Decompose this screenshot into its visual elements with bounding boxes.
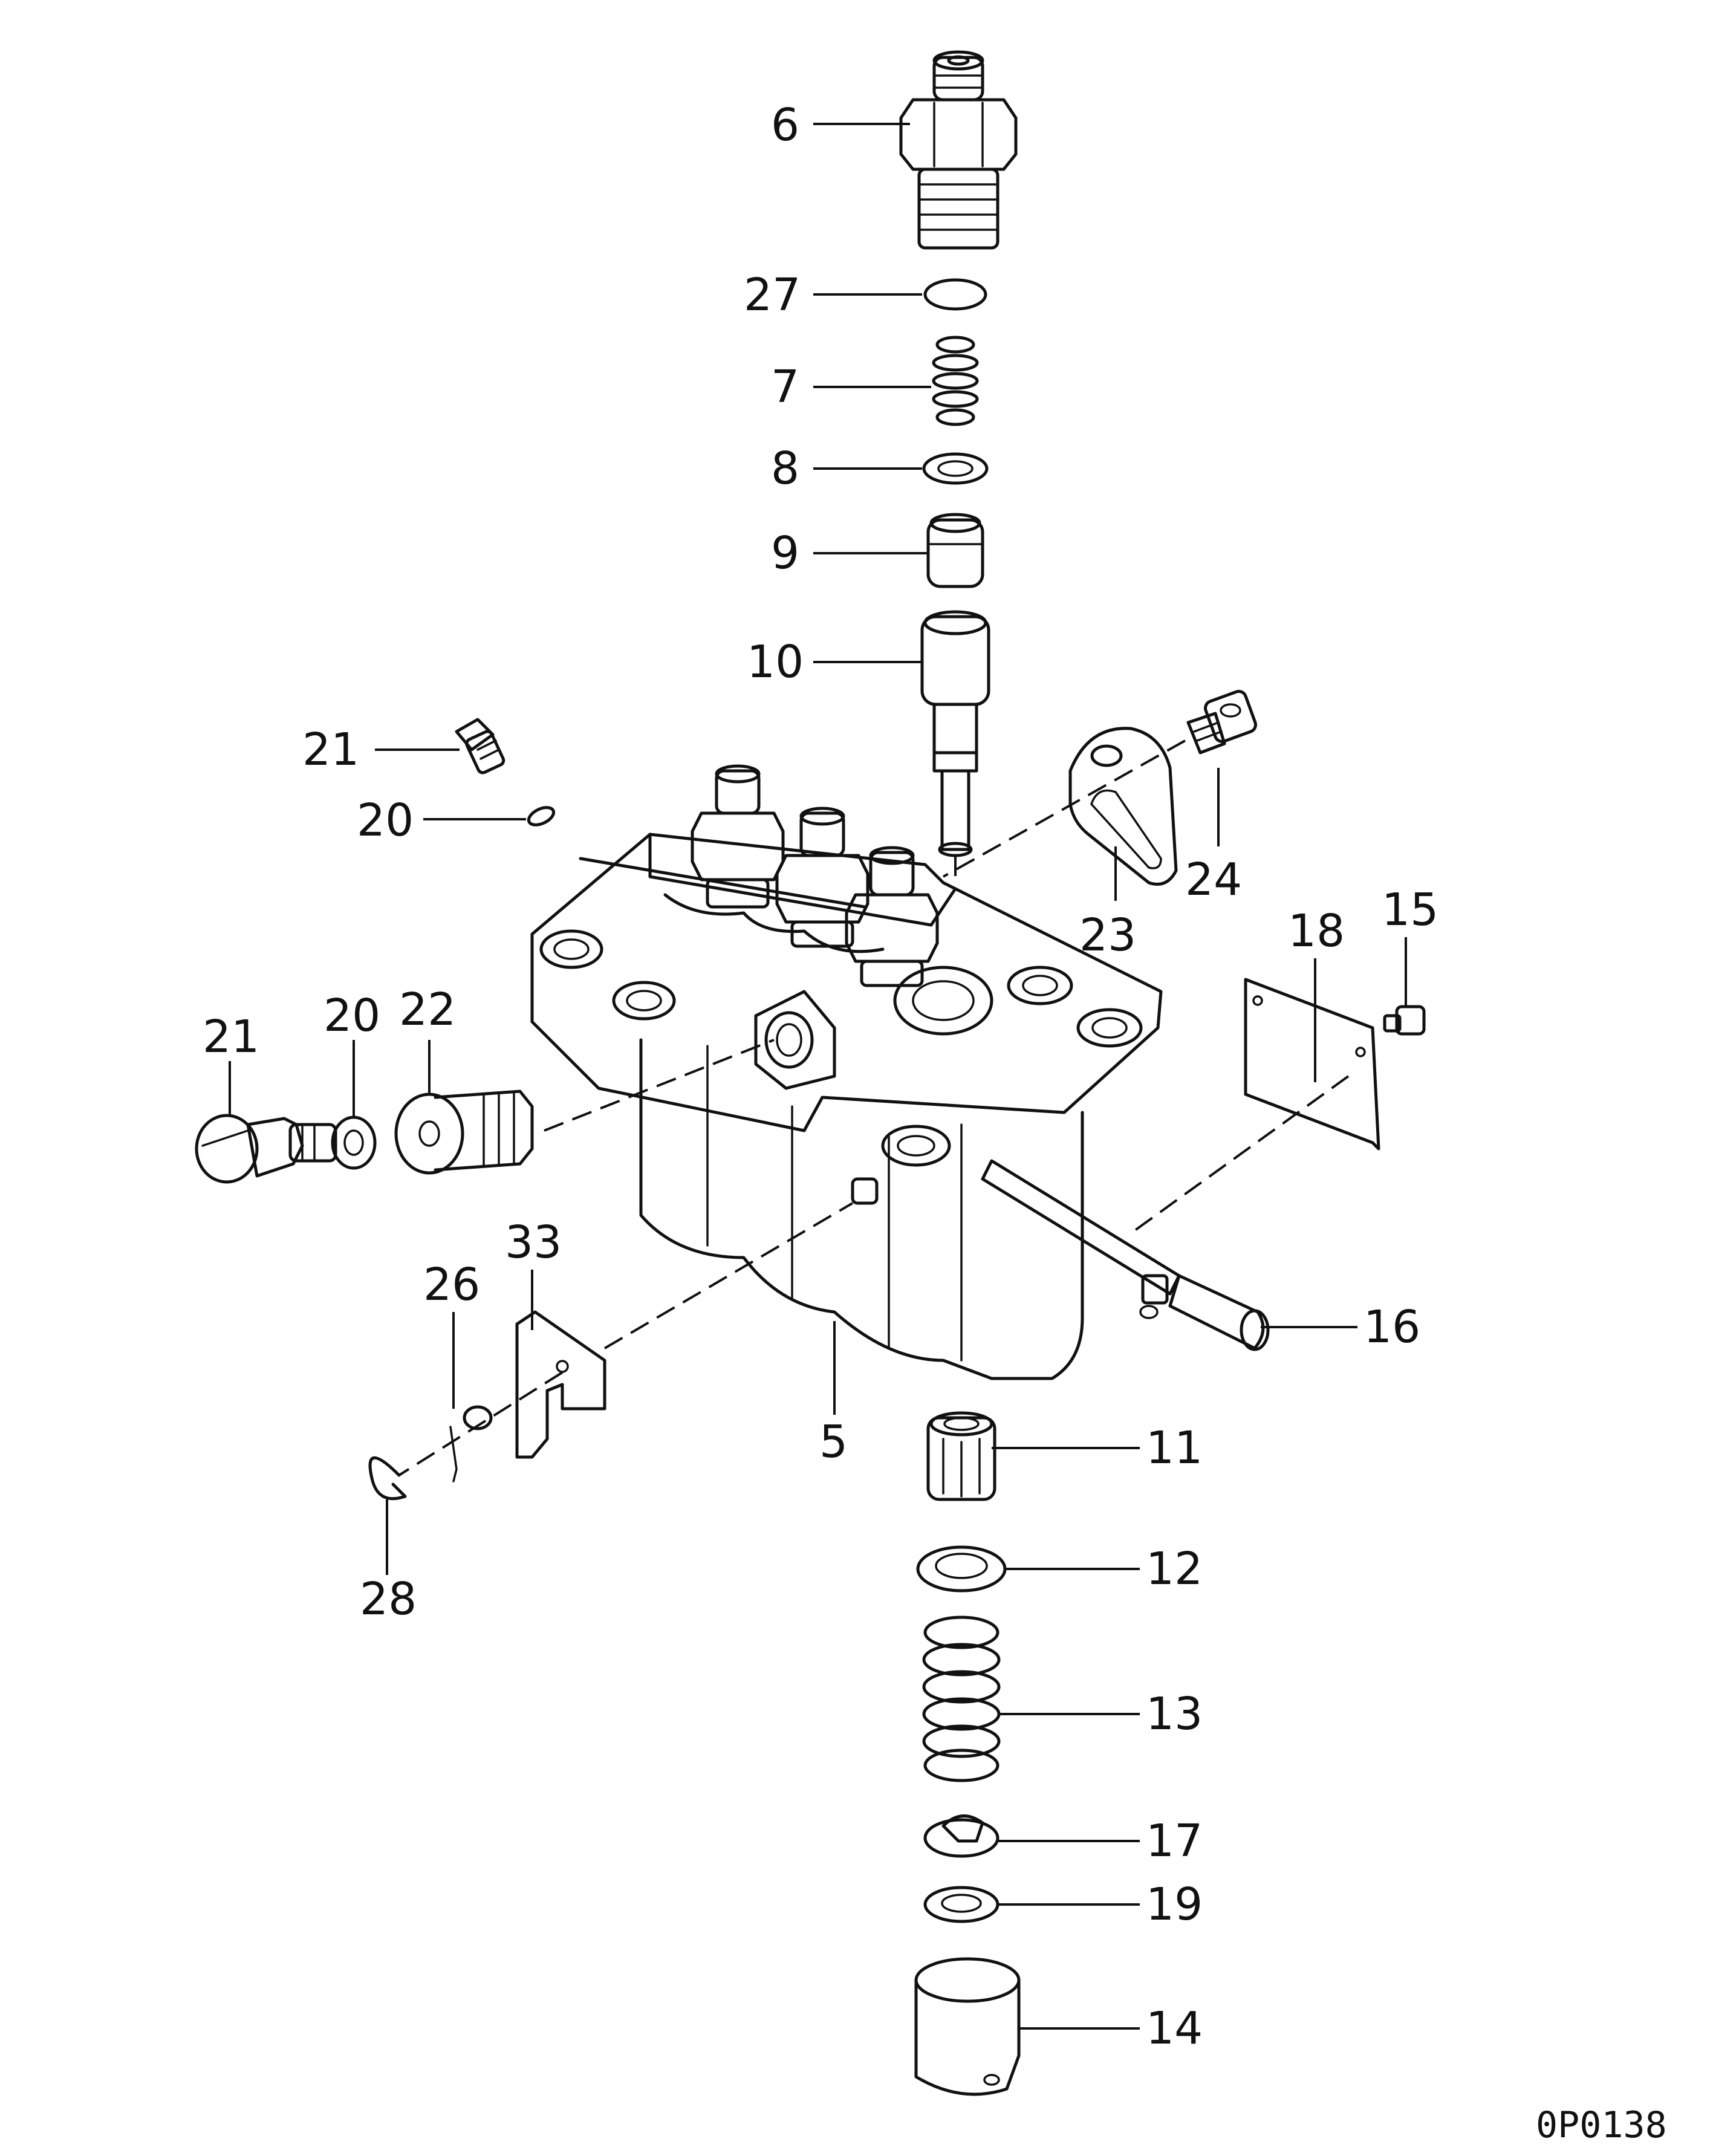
callout-7: 7 [771, 361, 799, 413]
callout-24: 24 [1185, 854, 1242, 906]
callout-9: 9 [771, 527, 799, 579]
part-28-clip [368, 1456, 407, 1501]
part-19-shim [923, 1886, 1000, 1923]
part-22-banjo-fitting [394, 1089, 534, 1175]
part-11-sleeve [926, 1411, 996, 1501]
part-27-o-ring [923, 278, 987, 311]
part-33-stop-plate [515, 1310, 606, 1459]
callout-labels: 6 27 7 8 9 10 21 20 24 23 18 15 21 20 22… [203, 99, 1438, 2054]
body-valve-holder-2 [775, 807, 870, 948]
part-16-control-rack [981, 1159, 1270, 1351]
callout-17: 17 [1146, 1815, 1203, 1867]
callout-15: 15 [1382, 884, 1438, 936]
part-26-screw [449, 1405, 493, 1482]
body-valve-holder-3 [845, 846, 939, 987]
body-valve-holder-1 [691, 764, 785, 909]
part-17-lower-seat [923, 1814, 1000, 1858]
part-20-lower-washer [331, 1115, 377, 1170]
callout-20-lower: 20 [323, 990, 380, 1042]
callout-19: 19 [1146, 1878, 1203, 1930]
part-21-upper-bolt [455, 718, 505, 774]
callout-20-upper: 20 [357, 794, 414, 846]
part-12-spring-seat [916, 1545, 1007, 1593]
part-24-bolt [1186, 690, 1257, 755]
callout-26: 26 [423, 1259, 480, 1311]
part-18-plate [1244, 978, 1380, 1151]
part-13-plunger-spring [922, 1615, 1001, 1782]
callout-27: 27 [744, 269, 801, 321]
part-8-washer [922, 452, 989, 485]
part-21-lower-bolt [195, 1114, 337, 1184]
callout-28: 28 [360, 1573, 417, 1625]
callout-13: 13 [1146, 1688, 1203, 1740]
callout-33: 33 [505, 1216, 562, 1268]
part-14-tappet [914, 1957, 1021, 2096]
part-23-bracket [1068, 727, 1178, 886]
callout-6: 6 [771, 99, 799, 151]
callout-11: 11 [1146, 1422, 1203, 1474]
callout-16: 16 [1364, 1301, 1420, 1353]
callout-10: 10 [747, 636, 804, 688]
callout-21-upper: 21 [302, 724, 359, 776]
part-5-pump-body [530, 833, 1163, 1380]
callout-21-lower: 21 [203, 1011, 259, 1063]
callout-22: 22 [399, 984, 456, 1036]
leader-lines [229, 123, 1407, 2030]
part-15-screw [1383, 1005, 1426, 1036]
part-20-upper-washer [527, 806, 556, 826]
callout-18: 18 [1288, 905, 1345, 957]
drawing-code: 0P0138 [1536, 2104, 1667, 2146]
callout-8: 8 [771, 443, 799, 495]
callout-12: 12 [1146, 1543, 1203, 1595]
assembly-dashed-lines [398, 739, 1350, 1476]
part-7-spring [932, 336, 979, 426]
callout-14: 14 [1146, 2002, 1203, 2054]
callout-5: 5 [819, 1416, 848, 1468]
callout-23: 23 [1079, 909, 1136, 961]
part-9-valve [926, 513, 984, 588]
part-6-valve-holder [899, 50, 1018, 250]
part-10-plunger [920, 610, 990, 857]
